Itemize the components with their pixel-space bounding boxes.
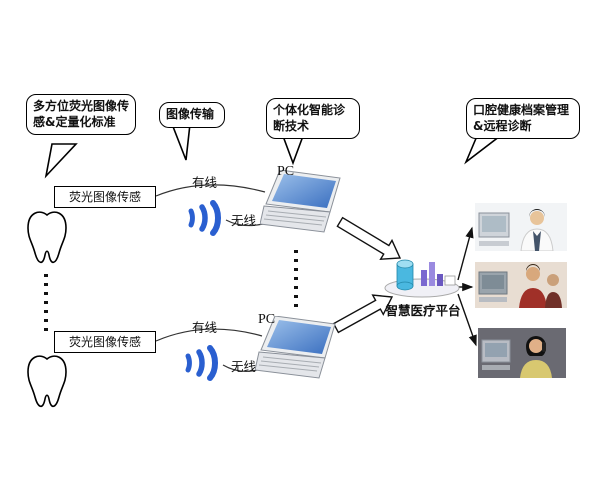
callout-records-text: 口腔健康档案管理&远程诊断 <box>473 103 570 133</box>
laptop-icon <box>259 169 348 240</box>
arrow-to-operator <box>457 293 477 347</box>
callout-tail <box>170 123 191 161</box>
sensor-box: 荧光图像传感 <box>54 331 156 353</box>
arrow-to-doctor <box>457 226 474 281</box>
laptop-icon <box>254 315 343 386</box>
sensor-label: 荧光图像传感 <box>68 190 141 204</box>
arrow-to-platform <box>332 294 394 334</box>
wired-label: 有线 <box>192 175 218 190</box>
office-staff-photo <box>475 262 567 312</box>
tooth-icon <box>20 350 74 418</box>
wired-line <box>155 184 266 197</box>
wireless-signal-icon <box>186 198 226 242</box>
wired-line <box>155 328 263 342</box>
platform-label: 智慧医疗平台 <box>385 303 461 318</box>
callout-tail <box>464 135 503 165</box>
wireless-label: 无线 <box>231 213 257 228</box>
callout-tail <box>44 143 78 179</box>
callout-transmission: 图像传输 <box>159 102 225 128</box>
callout-diagnosis: 个体化智能诊断技术 <box>266 98 360 140</box>
pc-label: PC <box>277 164 295 179</box>
callout-standard-text: 多方位荧光图像传感&定量化标准 <box>33 99 130 129</box>
callout-standard: 多方位荧光图像传感&定量化标准 <box>26 94 136 136</box>
phone-operator-photo <box>478 328 566 382</box>
sensor-label: 荧光图像传感 <box>68 335 141 349</box>
callout-records: 口腔健康档案管理&远程诊断 <box>466 98 580 140</box>
sensor-box: 荧光图像传感 <box>54 186 156 208</box>
wireless-label: 无线 <box>231 359 257 374</box>
pc-label: PC <box>258 312 276 327</box>
wired-label: 有线 <box>192 320 218 335</box>
callout-diagnosis-text: 个体化智能诊断技术 <box>273 103 346 133</box>
arrow-to-platform <box>336 216 402 260</box>
platform-icon <box>383 248 461 302</box>
callout-tail <box>281 135 305 166</box>
doctor-photo <box>475 203 567 255</box>
tooth-icon <box>20 206 74 274</box>
callout-transmission-text: 图像传输 <box>166 107 215 121</box>
wireless-signal-icon <box>183 343 223 387</box>
